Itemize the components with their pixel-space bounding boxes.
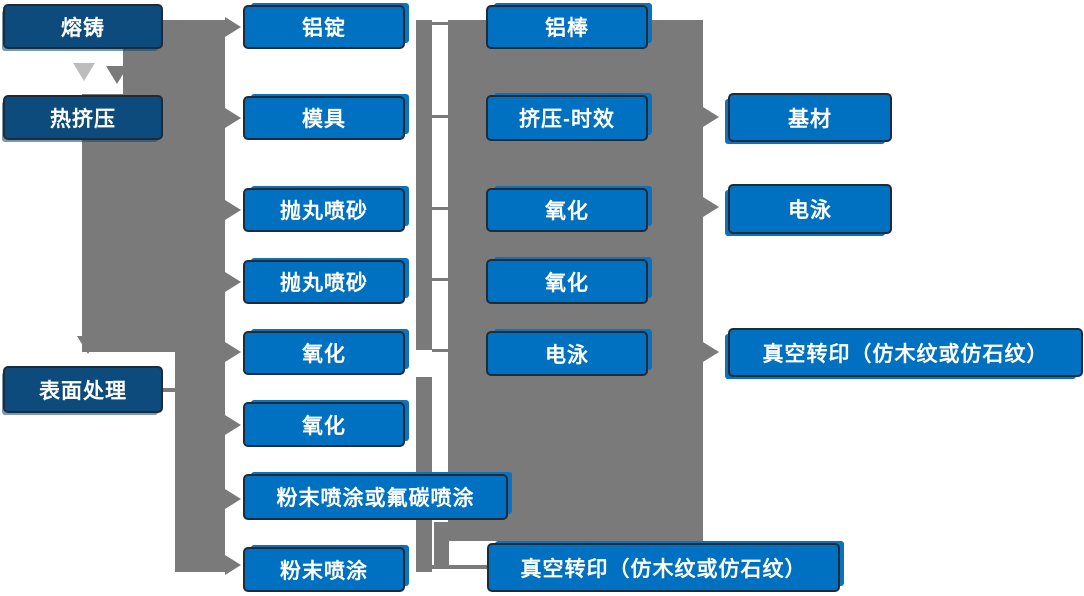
- node-melting-casting: 熔铸: [3, 4, 163, 49]
- arrow-to-hot-extrusion: [106, 66, 128, 84]
- node-oxidation-a: 氧化: [243, 331, 405, 375]
- node-base-material: 基材: [728, 93, 892, 142]
- link-surface-treatment: [163, 388, 175, 392]
- link-row-aluminum-rod: [432, 22, 448, 25]
- node-oxidation-c: 氧化: [486, 188, 648, 232]
- link-row-extrusion-aging: [432, 115, 448, 118]
- node-shot-blasting-2: 抛丸喷砂: [243, 260, 405, 304]
- arrow-to-aluminum-ingot: [225, 17, 241, 37]
- arrow-to-electrophoresis-right: [703, 197, 719, 217]
- arrow-to-shot-blasting-1: [225, 200, 241, 220]
- arrow-to-powder-coating: [225, 555, 241, 575]
- arrow-shadow-to-hot-extrusion: [73, 63, 95, 81]
- node-extrusion-aging: 挤压-时效: [486, 95, 648, 141]
- arrow-to-vacuum-transfer-right: [703, 342, 719, 362]
- node-electrophoresis-right: 电泳: [728, 184, 892, 234]
- arrow-to-surface-treatment: [77, 336, 99, 354]
- node-powder-coating: 粉末喷涂: [243, 547, 405, 592]
- node-electrophoresis-mid: 电泳: [486, 331, 648, 376]
- node-mold: 模具: [243, 96, 405, 140]
- node-vacuum-transfer-bottom: 真空转印（仿木纹或仿石纹）: [487, 543, 840, 592]
- node-surface-treatment: 表面处理: [3, 366, 163, 413]
- link-row-oxidation-2: [432, 278, 448, 281]
- node-aluminum-rod: 铝棒: [486, 5, 648, 49]
- node-powder-or-fluorocarbon-coating: 粉末喷涂或氟碳喷涂: [243, 474, 508, 520]
- node-aluminum-ingot: 铝锭: [243, 5, 405, 49]
- arrow-to-oxidation-2: [225, 415, 241, 435]
- link-row-oxidation-1: [432, 207, 448, 210]
- arrow-to-shot-blasting-2: [225, 272, 241, 292]
- arrow-to-powder-or-fluorocarbon: [225, 489, 241, 509]
- arrow-to-oxidation-1: [225, 342, 241, 362]
- connector-band-middle-upper: [416, 20, 432, 350]
- link-row-vacuum-transfer: [432, 565, 487, 569]
- node-oxidation-b: 氧化: [243, 402, 405, 447]
- connector-band-left-lower: [175, 340, 225, 572]
- arrow-to-base-material: [703, 107, 719, 127]
- node-oxidation-d: 氧化: [486, 259, 648, 304]
- node-hot-extrusion: 热挤压: [3, 95, 163, 140]
- connector-tab-bottom: [434, 522, 449, 568]
- node-vacuum-transfer-right: 真空转印（仿木纹或仿石纹）: [728, 328, 1083, 377]
- link-row-electrophoresis: [432, 349, 448, 352]
- arrow-to-mold: [225, 108, 241, 128]
- node-shot-blasting-1: 抛丸喷砂: [243, 188, 405, 232]
